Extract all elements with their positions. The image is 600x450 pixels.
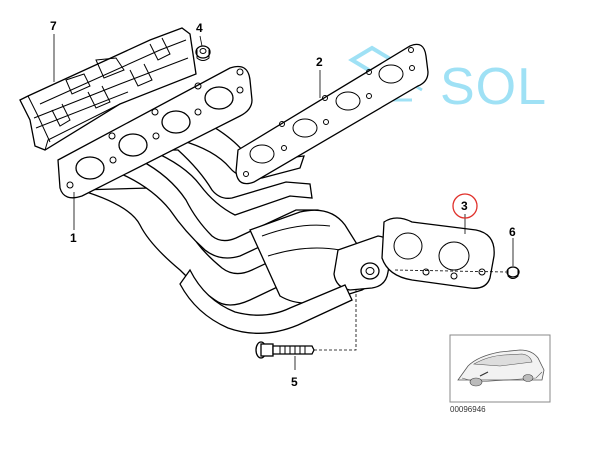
bolt	[255, 341, 315, 359]
manifold-gasket	[235, 43, 429, 185]
outlet-gasket	[381, 217, 495, 289]
bolt-path-dashed	[314, 290, 357, 351]
watermark-text: SOL	[440, 58, 547, 116]
vehicle-thumbnail	[449, 334, 551, 403]
highlight-circle	[452, 193, 478, 219]
part-number-7: 7	[50, 19, 57, 33]
part-number-4: 4	[196, 21, 203, 35]
part-number-5: 5	[291, 375, 298, 389]
exhaust-manifold	[57, 65, 393, 334]
diagram-code: 00096946	[450, 405, 486, 414]
heat-shield	[19, 27, 197, 151]
nut	[506, 266, 520, 279]
part-number-1: 1	[70, 231, 77, 245]
part-number-3: 3	[461, 199, 468, 213]
car-icon	[457, 349, 545, 387]
part-number-2: 2	[316, 55, 323, 69]
leader-lines	[53, 34, 514, 370]
nut	[195, 45, 211, 61]
stud-path-dashed	[394, 269, 507, 273]
part-number-6: 6	[509, 225, 516, 239]
